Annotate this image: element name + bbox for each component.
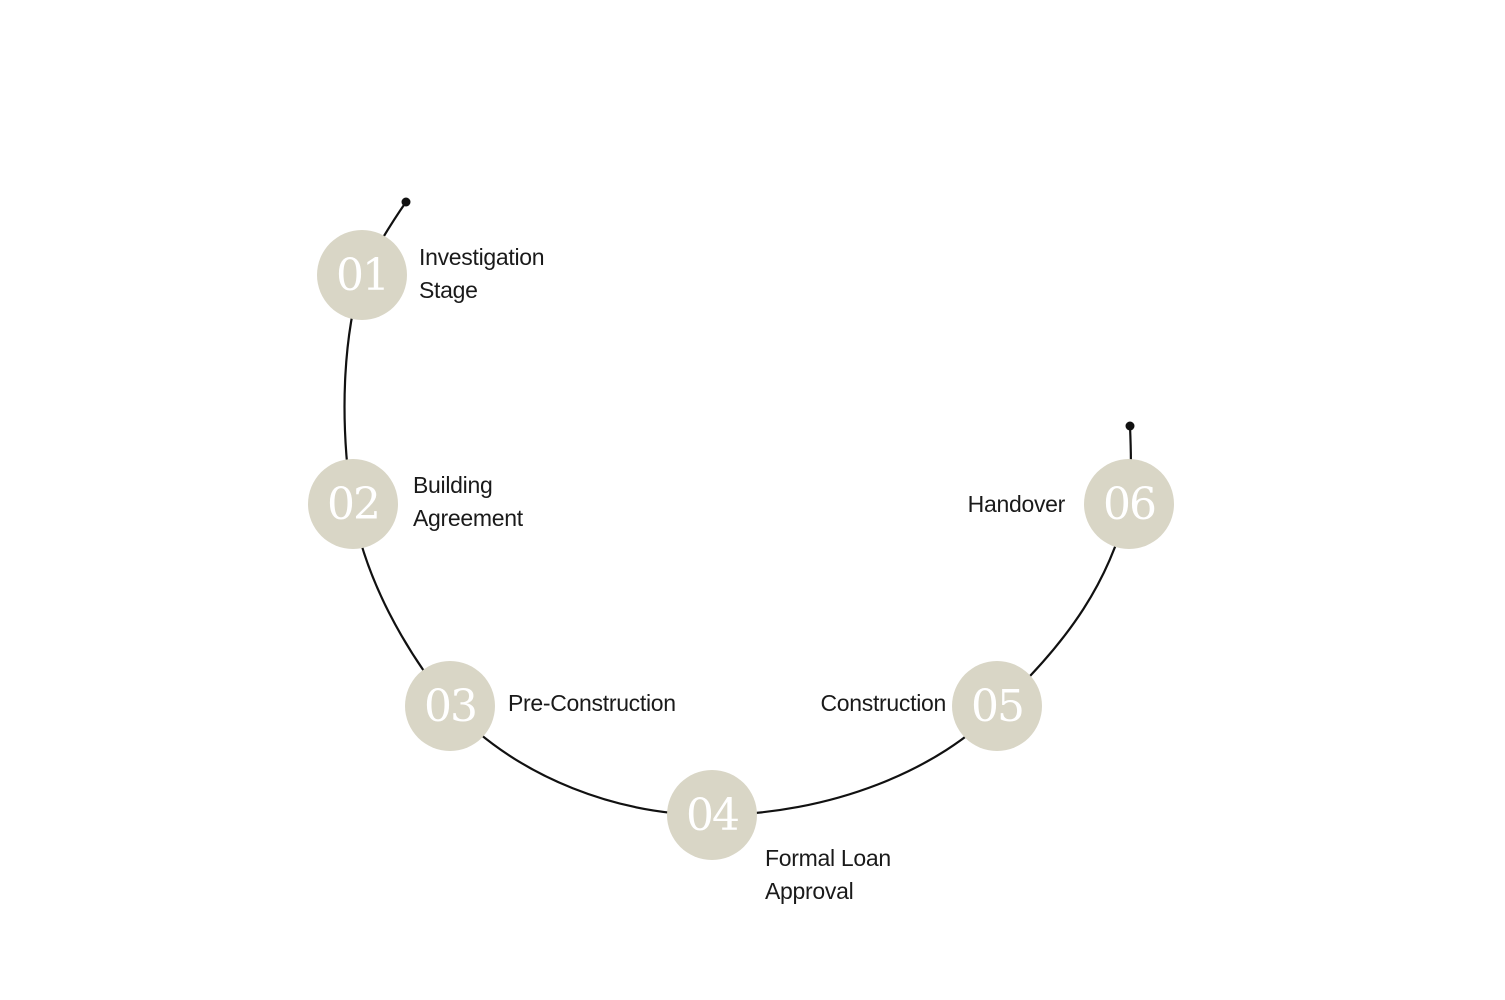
step-02-badge: 02 [308,459,398,549]
step-03-label: Pre-Construction [508,687,676,720]
step-03-label-line1: Pre-Construction [508,690,676,716]
step-01-badge: 01 [317,230,407,320]
timeline-end-dot [1125,421,1135,431]
step-05-label-line1: Construction [820,690,946,716]
step-01-label: Investigation Stage [419,241,545,307]
step-06-badge: 06 [1084,459,1174,549]
step-03-number: 03 [424,681,478,732]
step-02-label-line2: Agreement [413,505,523,531]
step-01-label-line1: Investigation [419,244,545,270]
step-04-label-line1: Formal Loan [765,845,891,871]
step-04-label: Formal Loan Approval [765,842,891,908]
step-01-label-line2: Stage [419,277,478,303]
step-06-label: Handover [935,488,1066,521]
step-06-label-line1: Handover [967,491,1066,517]
step-03-badge: 03 [405,661,495,751]
step-02-number: 02 [327,479,381,530]
step-04-label-line2: Approval [765,878,854,904]
timeline-start-dot [401,197,411,207]
timeline-arc-path [343,201,1132,817]
step-05-label: Construction [780,687,946,720]
step-05-badge: 05 [952,661,1042,751]
step-04-number: 04 [686,790,740,841]
step-01-number: 01 [336,250,390,301]
step-04-badge: 04 [667,770,757,860]
step-02-label-line1: Building [413,472,493,498]
step-05-number: 05 [971,681,1025,732]
step-02-label: Building Agreement [413,469,523,535]
step-06-number: 06 [1103,479,1157,530]
